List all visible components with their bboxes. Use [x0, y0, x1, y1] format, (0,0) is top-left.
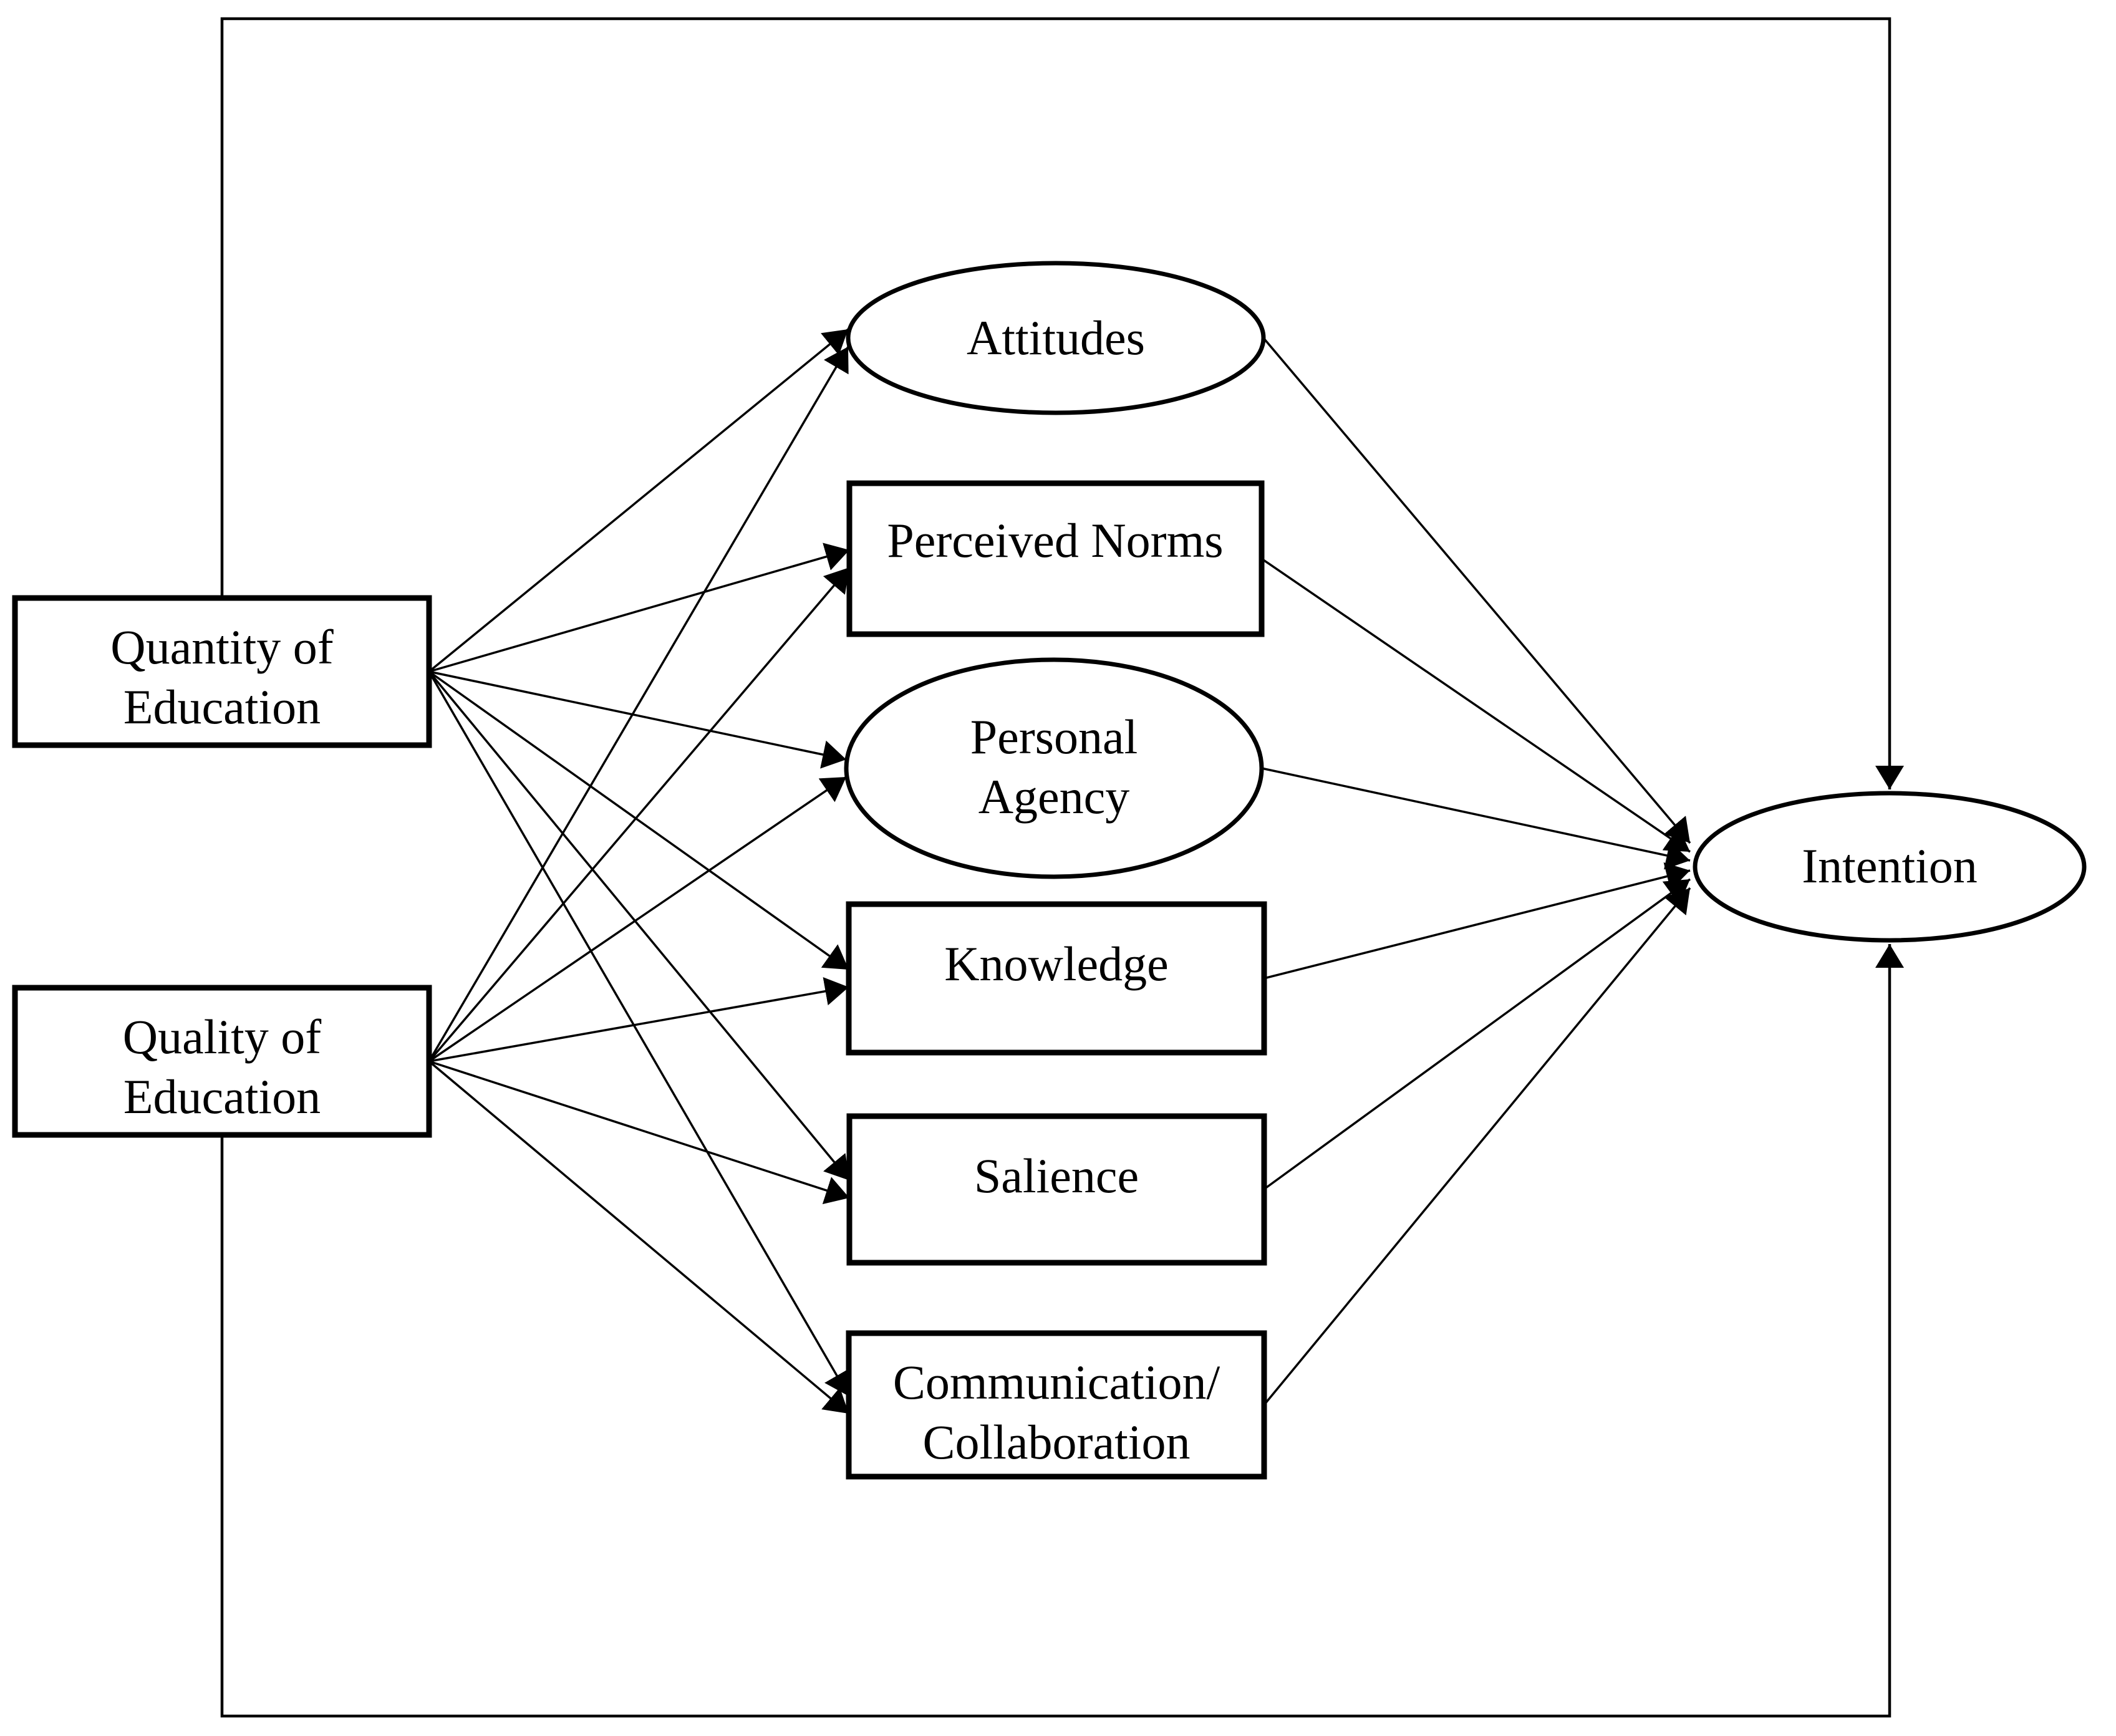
edge-salience-intention [1263, 878, 1691, 1190]
edges-to-intention [1261, 337, 1691, 1406]
edge-knowledge-intention [1263, 862, 1691, 980]
edge-quantity-salience [428, 670, 851, 1182]
node-personal-agency-label-line2: Agency [978, 769, 1130, 824]
node-intention-label: Intention [1802, 839, 1978, 893]
node-quantity-of-education-label-line1: Quantity of [110, 620, 333, 674]
node-quality-of-education [12, 985, 432, 1138]
node-communication-collaboration-label-line2: Collaboration [923, 1415, 1191, 1469]
edge-quality-knowledge [428, 977, 849, 1063]
outer-frame-top-loop [220, 17, 1904, 789]
node-quantity-of-education-label-line2: Education [123, 680, 321, 734]
edge-quantity-perceived-norms [428, 542, 850, 673]
node-attitudes-label: Attitudes [967, 311, 1145, 365]
node-communication-collaboration-label-line1: Communication/ [893, 1355, 1220, 1409]
node-salience-label: Salience [974, 1149, 1139, 1203]
outer-frame-bottom-loop [220, 944, 1904, 1718]
node-knowledge-label: Knowledge [944, 937, 1169, 991]
edge-quantity-personal-agency [428, 670, 847, 769]
edge-quality-personal-agency [428, 776, 847, 1063]
node-personal-agency-label-line1: Personal [970, 710, 1138, 764]
edge-quality-salience [428, 1060, 850, 1205]
edges-from-quality [428, 346, 851, 1415]
node-perceived-norms-label: Perceived Norms [887, 513, 1223, 567]
node-quality-of-education-label-line1: Quality of [123, 1010, 321, 1064]
edge-attitudes-intention [1262, 337, 1691, 844]
node-communication-collaboration [846, 1330, 1267, 1480]
node-personal-agency [844, 657, 1264, 879]
edge-quality-attitudes [428, 346, 849, 1062]
edge-quantity-attitudes [428, 328, 849, 673]
node-quality-of-education-label-line2: Education [123, 1069, 321, 1124]
node-quantity-of-education [12, 595, 432, 748]
edge-personal-agency-intention [1261, 767, 1691, 870]
node-knowledge [846, 901, 1267, 1056]
node-attitudes [846, 261, 1266, 415]
edge-quantity-communication [428, 671, 850, 1397]
node-intention [1693, 791, 2087, 943]
edge-communication-intention [1263, 887, 1691, 1406]
edge-quality-perceived-norms [428, 566, 851, 1063]
node-perceived-norms [846, 480, 1265, 637]
edge-quantity-knowledge [428, 670, 850, 971]
node-salience [846, 1113, 1267, 1266]
edge-quality-communication [428, 1060, 850, 1415]
edge-perceived-norms-intention [1261, 557, 1691, 853]
edges-from-quantity [428, 328, 851, 1397]
